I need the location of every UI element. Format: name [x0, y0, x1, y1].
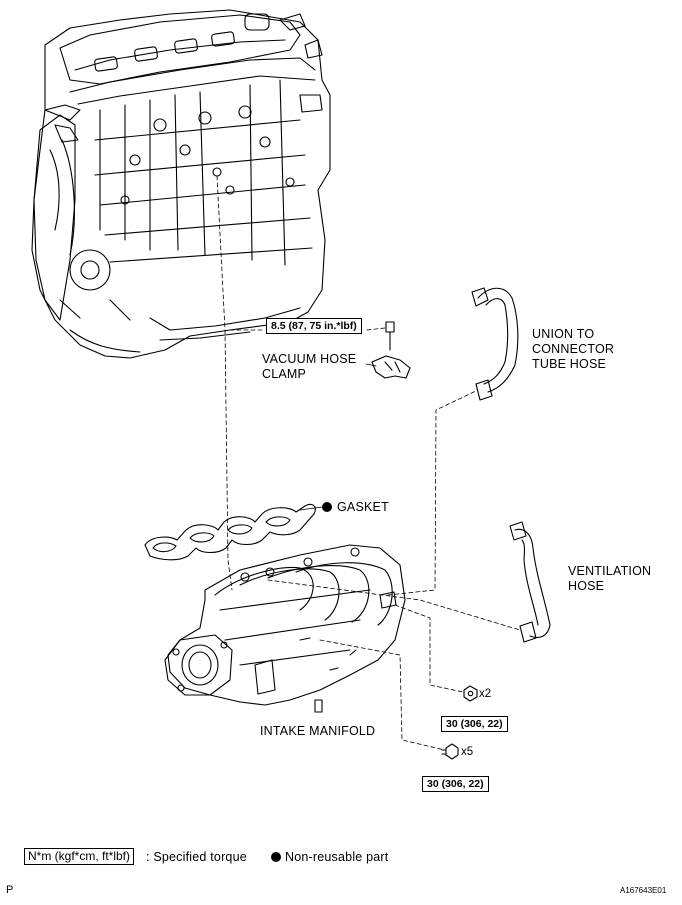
gasket-label: GASKET: [337, 500, 389, 514]
clamp-bolt-torque-box: 8.5 (87, 75 in.*lbf): [266, 318, 362, 334]
gasket-non-reusable-dot: [322, 502, 332, 512]
nut-quantity: x2: [479, 688, 492, 700]
bolt-quantity: x5: [461, 746, 474, 758]
intake-manifold: [164, 544, 406, 713]
corner-right-code: A167643E01: [620, 886, 667, 895]
union-to-connector-tube-hose: [471, 287, 519, 401]
legend-torque-text: : Specified torque: [146, 850, 247, 864]
non-reusable-dot-icon: [271, 852, 281, 862]
vacuum-hose-clamp-label: VACUUM HOSE CLAMP: [262, 352, 357, 381]
legend-non-reusable-text: Non-reusable part: [285, 850, 389, 864]
ventilation-hose: [509, 521, 551, 643]
manifold-nut: [463, 685, 478, 702]
intake-manifold-label: INTAKE MANIFOLD: [260, 724, 376, 738]
legend-torque-unit: N*m (kgf*cm, ft*lbf): [24, 848, 135, 865]
corner-left-code: P: [6, 884, 14, 896]
manifold-bolt: [441, 743, 459, 760]
vacuum-hose-clamp: [371, 321, 411, 379]
legend-non-reusable: Non-reusable part: [271, 850, 388, 865]
union-hose-label: UNION TO CONNECTOR TUBE HOSE: [532, 327, 615, 371]
bolt-torque-box: 30 (306, 22): [422, 776, 489, 792]
engine-block: [31, 9, 331, 359]
leader-lines: [216, 175, 521, 751]
gasket: [144, 503, 316, 561]
ventilation-hose-label: VENTILATION HOSE: [568, 564, 652, 593]
nut-torque-box: 30 (306, 22): [441, 716, 508, 732]
